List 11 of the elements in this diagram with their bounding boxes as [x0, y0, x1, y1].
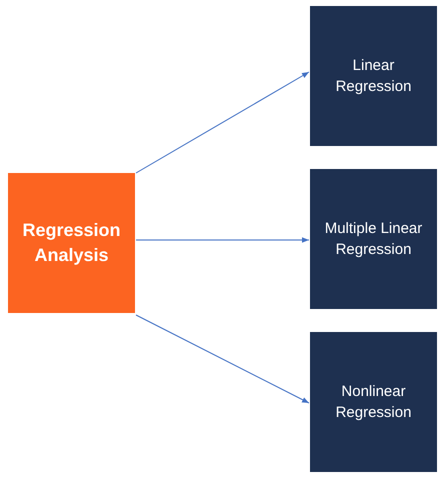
category-box [8, 173, 135, 313]
method-label: Multiple Linear Regression [324, 219, 424, 260]
method-box [310, 332, 437, 472]
method-label: Nonlinear Regression [334, 382, 412, 423]
arrow [136, 314, 310, 404]
method-label: Linear Regression [334, 56, 412, 97]
arrow [136, 72, 310, 174]
method-box [310, 169, 437, 309]
method-box [310, 6, 437, 146]
category-label: Regression Analysis [21, 218, 122, 267]
arrow [136, 237, 310, 243]
